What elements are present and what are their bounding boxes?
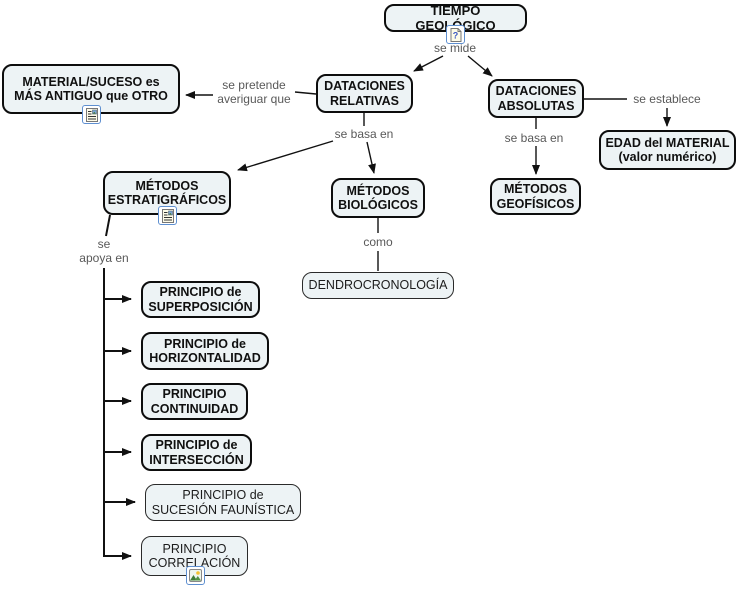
node-principio-interseccion[interactable]: PRINCIPIO de INTERSECCIÓN	[141, 434, 252, 471]
node-principio-sucesion-faunistica[interactable]: PRINCIPIO de SUCESIÓN FAUNÍSTICA	[145, 484, 301, 521]
principles-trunk	[103, 214, 136, 560]
link-label-como: como	[363, 235, 393, 249]
link-label-se-basa-en-relativas: se basa en	[334, 127, 394, 141]
node-tiempo-geologico[interactable]: TIEMPO GEOLÓGICO	[384, 3, 527, 33]
node-metodos-geofisicos[interactable]: MÉTODOS GEOFÍSICOS	[490, 178, 581, 215]
node-metodos-biologicos[interactable]: MÉTODOS BIOLÓGICOS	[331, 178, 425, 218]
document-with-image-glyph	[85, 107, 98, 122]
document-with-image-icon[interactable]	[82, 105, 101, 124]
node-principio-continuidad[interactable]: PRINCIPIO CONTINUIDAD	[141, 383, 248, 420]
link-label-se-apoya-en: se apoya en	[79, 237, 129, 266]
link-label-se-basa-en-absolutas: se basa en	[504, 131, 564, 145]
svg-text:?: ?	[452, 30, 458, 40]
image-icon[interactable]	[186, 566, 205, 585]
document-with-image-icon[interactable]	[158, 206, 177, 225]
link-label-se-mide: se mide	[433, 41, 477, 55]
question-document-icon[interactable]: ?	[446, 25, 465, 44]
node-dendrocronologia[interactable]: DENDROCRONOLOGÍA	[302, 272, 454, 299]
node-dataciones-absolutas[interactable]: DATACIONES ABSOLUTAS	[488, 79, 584, 118]
question-document-glyph: ?	[450, 27, 461, 42]
link-label-se-pretende-averiguar-que: se pretende averiguar que	[217, 78, 291, 107]
node-principio-superposicion[interactable]: PRINCIPIO de SUPERPOSICIÓN	[141, 281, 260, 318]
connectors	[185, 31, 671, 271]
link-label-se-establece: se establece	[633, 92, 701, 106]
node-dataciones-relativas[interactable]: DATACIONES RELATIVAS	[316, 74, 413, 113]
node-edad-material[interactable]: EDAD del MATERIAL (valor numérico)	[599, 130, 736, 170]
image-glyph	[189, 569, 202, 582]
document-with-image-glyph	[161, 208, 174, 223]
node-principio-horizontalidad[interactable]: PRINCIPIO de HORIZONTALIDAD	[141, 332, 269, 370]
